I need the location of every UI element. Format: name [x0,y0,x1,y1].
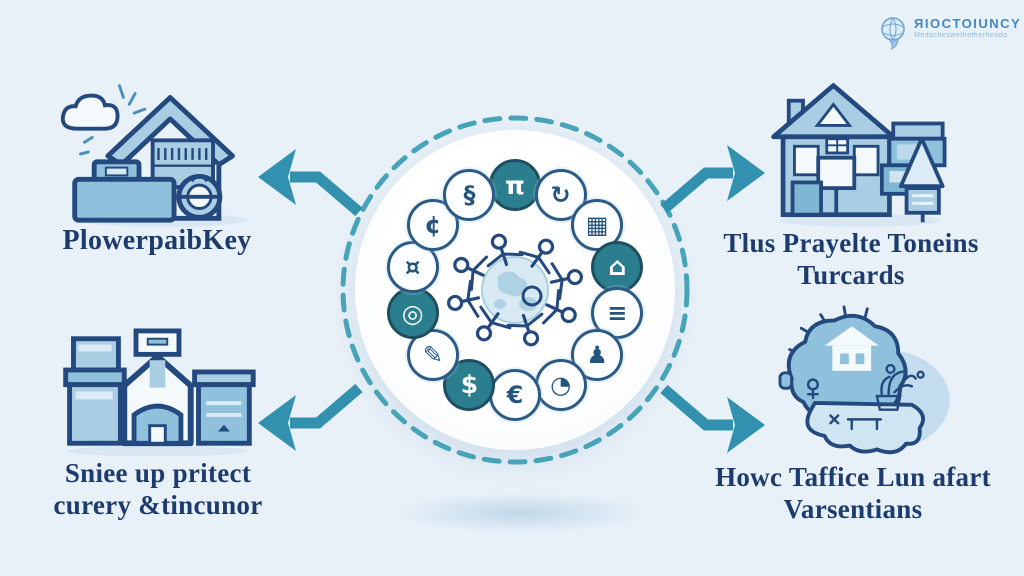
coins-icon: ¢ [406,198,459,251]
swirl-icon: § [443,169,496,222]
warehouse-illustration [63,328,256,457]
arrow-top-right [660,145,765,214]
caption-line: Howc Taffice Lun afart [715,462,991,492]
smart-home-hub-illustration [60,84,249,228]
house-icon: ⌂ [591,240,644,293]
dollar-icon: $ [443,358,496,411]
logo-text: ЯIOCTOIUNCY Medacheswethetherhendo [914,16,1021,39]
caption-line: Turcards [797,259,905,290]
document-icon: ✎ [406,329,459,382]
two-story-house-illustration [771,83,947,228]
caption-line: Sniee up pritect [64,458,252,488]
banknotes-icon: € [489,369,541,421]
hub-ground-shadow [392,492,650,534]
caption-top-right: Tlus Prayelte Toneins Turcards [705,228,997,292]
target-icon: ◎ [386,287,439,340]
brand-logo: ЯIOCTOIUNCY Medacheswethetherhendo [878,16,1021,50]
globe-sketch-icon [881,17,905,50]
arrow-bottom-left [258,383,363,451]
arrow-top-left [258,149,363,217]
caption-line: Tlus Prayelte Toneins [723,228,979,258]
caption-bottom-right: Howc Taffice Lun afart Varsentians [705,462,1001,526]
caption-line: PlowerpaibKey [62,225,252,256]
caption-top-left: PlowerpaibKey [17,224,297,257]
caption-bottom-left: Sniee up pritect curery &tincunor [10,458,306,522]
caption-line: Varsentians [783,493,923,524]
logo-subtitle: Medacheswethetherhendo [914,32,1008,39]
bank-icon: π [489,159,541,211]
logo-brand-name: ЯIOCTOIUNCY [914,16,1022,31]
pie-chart-icon: ◔ [534,358,587,411]
brain-cloud-illustration [778,305,950,455]
people-around-globe-motif [447,233,583,347]
caption-line: curery &tincunor [53,489,263,520]
chart-grid-icon: ▦ [571,198,624,251]
arrow-bottom-right [660,384,765,453]
